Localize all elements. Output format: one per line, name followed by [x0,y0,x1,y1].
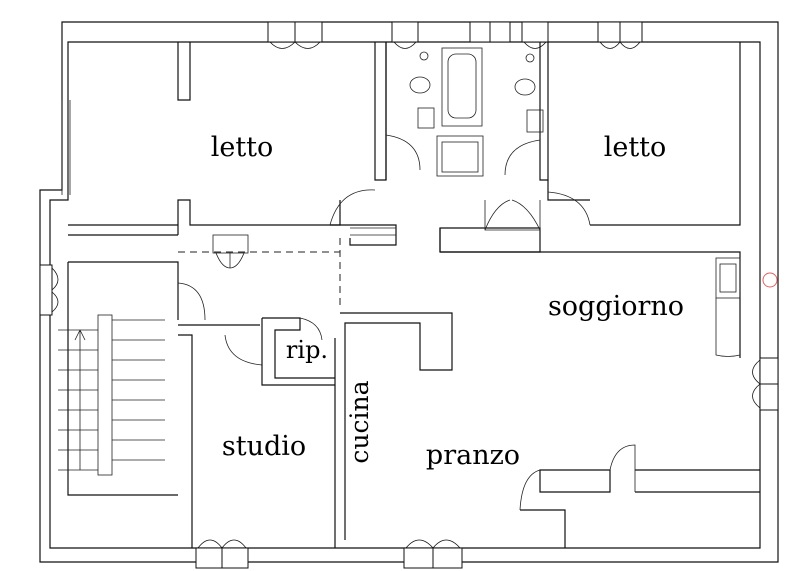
pranzo-walls [519,444,760,548]
chimney-marker [762,272,778,288]
bathroom-fixtures [385,42,549,181]
room-label-studio: studio [222,431,306,462]
window-left-stairs [39,264,59,316]
window-top-5 [597,21,643,49]
window-top-4 [521,21,549,49]
window-top-3 [469,21,511,43]
left-wall-window [61,100,71,195]
room-label-cucina: cucina [345,380,374,463]
window-bottom-2 [403,539,463,569]
studio-walls [178,324,336,548]
room-label-rip: rip. [286,336,328,364]
window-bottom-1 [195,539,249,569]
window-top-2 [391,21,419,49]
staircase [58,261,206,496]
window-right-1 [752,357,779,411]
landing-door [212,234,249,269]
dashed-openings [178,238,341,305]
room-label-letto-right: letto [604,132,667,163]
soggiorno-fixtures [715,257,741,357]
window-top-1 [267,21,323,49]
room-label-letto-left: letto [211,132,274,163]
kitchen-walls [340,312,453,540]
room-label-soggiorno: soggiorno [548,291,684,322]
ripostiglio-walls [261,317,335,386]
corridor-walls [329,189,741,358]
room-label-pranzo: pranzo [426,440,520,471]
letto-right-walls [547,42,741,226]
